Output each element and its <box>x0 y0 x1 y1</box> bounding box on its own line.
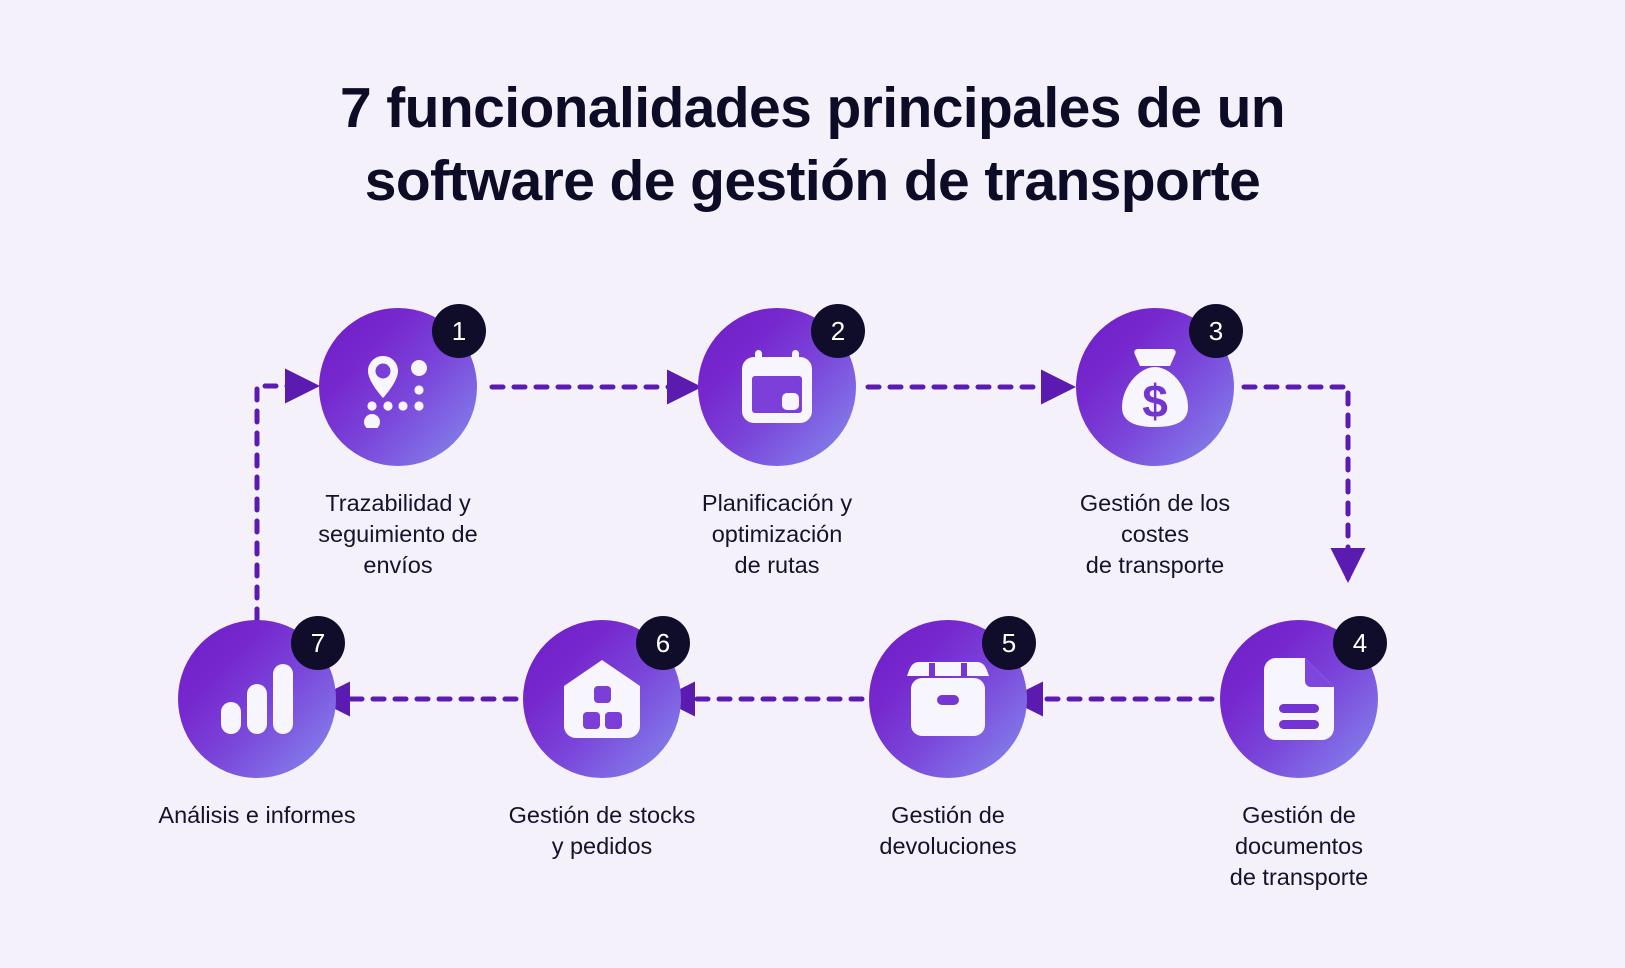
step-1-caption: Trazabilidad y seguimiento de envíos <box>318 490 478 579</box>
title-line-1: 7 funcionalidades principales de un <box>339 76 1286 140</box>
step-2-number-badge: 2 <box>811 304 865 358</box>
step-2-caption: Planificación y optimización de rutas <box>701 490 853 579</box>
step-1-disc-wrap: 1 <box>319 304 486 466</box>
step-6-disc-wrap: 6 <box>523 616 690 778</box>
step-3-disc-wrap: $ 3 <box>1076 304 1243 466</box>
step-7-number-badge: 7 <box>291 616 345 670</box>
step-5-caption: Gestión de devoluciones <box>879 802 1017 860</box>
step-4-caption: Gestión de documentos de transporte <box>1229 802 1369 891</box>
step-7-caption: Análisis e informes <box>158 802 356 828</box>
step-5-disc-wrap: 5 <box>869 616 1036 778</box>
document-icon <box>1264 658 1334 740</box>
warehouse-icon <box>564 660 640 738</box>
calendar-icon <box>742 350 812 423</box>
step-3-number-badge: 3 <box>1189 304 1243 358</box>
step-6-caption: Gestión de stocks y pedidos <box>508 802 696 860</box>
step-7-disc-wrap: 7 <box>178 616 345 778</box>
svg-text:$: $ <box>1142 375 1168 427</box>
step-node-2[interactable]: 2 Planificación y optimización de rutas <box>667 304 887 581</box>
page-title: 7 funcionalidades principales de un soft… <box>0 72 1625 218</box>
box-return-icon <box>907 662 989 736</box>
step-4-number-badge: 4 <box>1333 616 1387 670</box>
location-pin-route-icon <box>364 356 427 428</box>
step-5-number-badge: 5 <box>982 616 1036 670</box>
step-3-caption: Gestión de los costes de transporte <box>1079 490 1231 579</box>
arrow-7-to-1 <box>254 368 320 623</box>
bar-chart-icon <box>221 664 293 734</box>
step-node-3[interactable]: $ 3 Gestión de los costes de transporte <box>1045 304 1265 581</box>
step-2-disc-wrap: 2 <box>698 304 865 466</box>
step-node-5[interactable]: 5 Gestión de devoluciones <box>838 616 1058 862</box>
step-node-6[interactable]: 6 Gestión de stocks y pedidos <box>492 616 712 862</box>
step-1-number-badge: 1 <box>432 304 486 358</box>
step-node-1[interactable]: 1 Trazabilidad y seguimiento de envíos <box>288 304 508 581</box>
title-line-2: software de gestión de transporte <box>364 148 1261 213</box>
money-bag-icon: $ <box>1122 349 1188 427</box>
step-4-disc-wrap: 4 <box>1220 616 1387 778</box>
step-1-disc <box>319 308 477 466</box>
step-node-4[interactable]: 4 Gestión de documentos de transporte <box>1189 616 1409 893</box>
step-node-7[interactable]: 7 Análisis e informes <box>147 616 367 831</box>
step-6-number-badge: 6 <box>636 616 690 670</box>
